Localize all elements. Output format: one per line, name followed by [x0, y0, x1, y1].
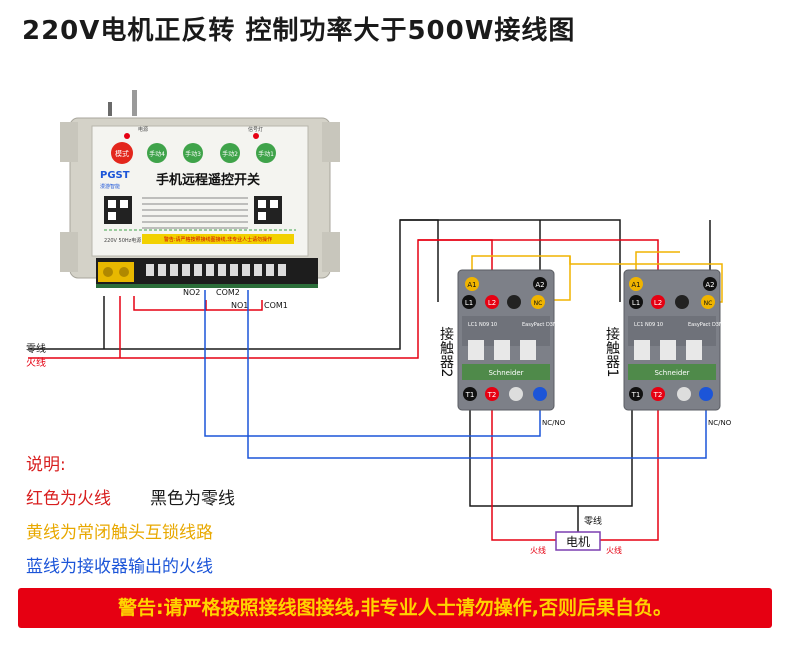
svg-text:L1: L1 [465, 299, 473, 307]
svg-text:警告:请严格按照接线图接线,非专业人士请勿操作: 警告:请严格按照接线图接线,非专业人士请勿操作 [164, 236, 272, 243]
contactor1-a2 [703, 277, 717, 291]
motor: 电机 零线 火线 火线 [530, 506, 622, 555]
warning-text: 警告:请严格按照接线图接线,非专业人士请勿操作,否则后果自负。 [117, 597, 673, 619]
motor-neutral-label: 零线 [584, 515, 602, 527]
legend-blue: 蓝线为接收器输出的火线 [26, 557, 213, 577]
contactor-1: Schneider LC1 N09 10 EasyPact D3N A1 L1 … [623, 269, 732, 427]
contactor2-label: 接触器2 [438, 326, 454, 378]
motor-live-right-label: 火线 [606, 545, 622, 555]
signal-label: 信号灯 [248, 126, 263, 133]
contactor1-l1 [629, 295, 643, 309]
svg-text:NC/NO: NC/NO [542, 419, 566, 427]
svg-text:LC1 N09 10: LC1 N09 10 [468, 322, 497, 328]
contactor2-a2 [533, 277, 547, 291]
mode-button [111, 142, 133, 164]
contactor1-label: 接触器1 [604, 326, 620, 378]
svg-text:L2: L2 [488, 299, 496, 307]
neutral-line-label: 零线 [26, 342, 46, 355]
svg-text:A2: A2 [705, 281, 714, 289]
svg-text:T1: T1 [465, 391, 475, 399]
svg-text:手动4: 手动4 [149, 150, 165, 158]
remote-switch-module: 电源 信号灯 模式 手动4 手动3 手动2 手动1 PGST 漫游智能 手机远程… [60, 90, 340, 288]
legend-heading: 说明: [26, 455, 66, 475]
warning-banner: 警告:请严格按照接线图接线,非专业人士请勿操作,否则后果自负。 [18, 588, 772, 628]
svg-text:L2: L2 [654, 299, 662, 307]
module-warning-strip [142, 234, 294, 244]
svg-text:A1: A1 [631, 281, 640, 289]
contactor-2: Schneider LC1 N09 10 EasyPact D3N A1 L1 … [457, 269, 566, 427]
contactor1-output [699, 387, 713, 401]
contactor1-a1 [629, 277, 643, 291]
svg-text:NC: NC [534, 300, 543, 307]
svg-text:T2: T2 [487, 391, 497, 399]
svg-text:EasyPact D3N: EasyPact D3N [688, 322, 723, 328]
module-brand-sub: 漫游智能 [100, 183, 120, 190]
contactor2-t1 [463, 387, 477, 401]
contactor2-a1 [465, 277, 479, 291]
contactor2-output [533, 387, 547, 401]
mode-button-label: 模式 [115, 149, 129, 158]
contactor2-t2 [485, 387, 499, 401]
contactor2-l1 [462, 295, 476, 309]
svg-text:LC1 N09 10: LC1 N09 10 [634, 322, 663, 328]
contactor1-t1 [629, 387, 643, 401]
signal-led [253, 133, 259, 139]
svg-text:NC/NO: NC/NO [708, 419, 732, 427]
svg-text:T2: T2 [653, 391, 663, 399]
terminal-com2-label: COM2 [216, 288, 240, 297]
manual4-button [147, 143, 167, 163]
svg-text:L1: L1 [632, 299, 640, 307]
terminal-no1-label: NO1 [231, 301, 248, 310]
terminal-no2-label: NO2 [183, 288, 200, 297]
antenna-connector [108, 102, 112, 116]
svg-text:手动2: 手动2 [222, 150, 238, 158]
motor-box [555, 531, 601, 551]
svg-text:EasyPact D3N: EasyPact D3N [522, 322, 557, 328]
contactor2-nc [531, 295, 545, 309]
contactor1-nc [701, 295, 715, 309]
svg-text:T1: T1 [631, 391, 641, 399]
neutral-wires [28, 219, 711, 507]
module-brand: PGST [100, 170, 130, 181]
contactor2-l2 [485, 295, 499, 309]
module-name: 手机远程遥控开关 [156, 172, 260, 188]
page-title: 220V电机正反转 控制功率大于500W接线图 [22, 16, 576, 46]
power-label: 电源 [138, 126, 148, 133]
svg-text:手动1: 手动1 [258, 150, 274, 158]
contactor1-t2 [651, 387, 665, 401]
live-line-label: 火线 [26, 356, 46, 369]
power-terminal [98, 262, 134, 282]
motor-live-left-label: 火线 [530, 545, 546, 555]
terminal-com1-label: COM1 [264, 301, 288, 310]
legend-yellow: 黄线为常闭触头互锁线路 [26, 523, 213, 543]
svg-text:手动3: 手动3 [185, 150, 201, 158]
manual3-button [183, 143, 203, 163]
power-led [124, 133, 130, 139]
motor-label: 电机 [566, 535, 590, 549]
svg-text:A2: A2 [535, 281, 544, 289]
manual1-button [256, 143, 276, 163]
legend-black: 黑色为零线 [150, 489, 235, 509]
svg-text:Schneider: Schneider [488, 369, 523, 377]
svg-text:A1: A1 [467, 281, 476, 289]
manual2-button [220, 143, 240, 163]
output-wires [204, 290, 707, 459]
module-spec: 220V 50Hz电源 [104, 237, 141, 244]
contactor1-l2 [651, 295, 665, 309]
legend-red: 红色为火线 [26, 489, 111, 509]
svg-text:Schneider: Schneider [654, 369, 689, 377]
antenna [132, 90, 137, 116]
svg-text:NC: NC [704, 300, 713, 307]
